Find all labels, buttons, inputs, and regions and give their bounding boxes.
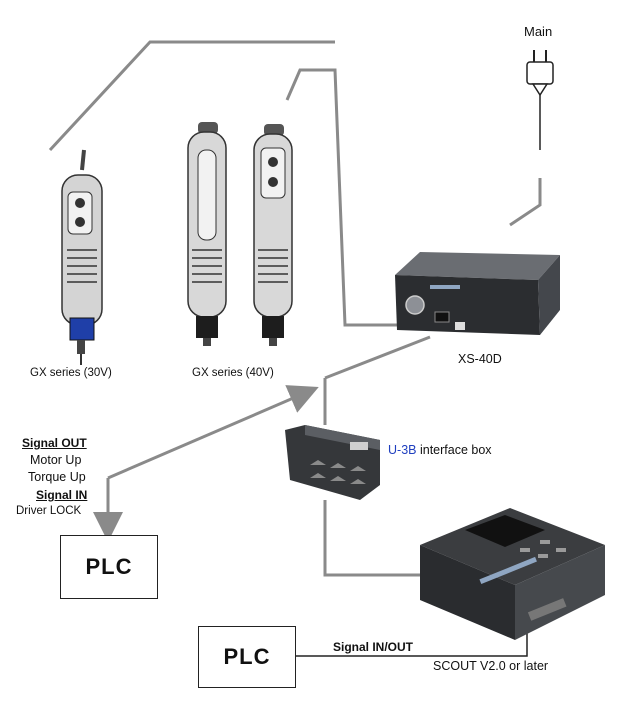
gx40-label: GX series (40V) <box>192 367 274 379</box>
cable-gx30 <box>48 40 335 152</box>
driver-lock-label: Driver LOCK <box>16 505 82 517</box>
signal-in-label: Signal IN <box>36 488 88 502</box>
torque-up-label: Torque Up <box>28 470 86 484</box>
motor-up-label: Motor Up <box>30 453 82 467</box>
xs40d-controller-icon <box>395 252 560 335</box>
cable-u3b-to-xs40d <box>324 335 431 380</box>
signal-out-label: Signal OUT <box>22 436 87 450</box>
u3b-description: interface box <box>419 443 492 457</box>
signal-inout-label: Signal IN/OUT <box>333 640 414 654</box>
scout-unit-icon <box>420 508 605 640</box>
gx40-screwdriver-a-icon <box>187 122 227 346</box>
cable-gx40 <box>285 68 400 327</box>
gx30-screwdriver-icon <box>61 149 103 365</box>
plc-box-bottom: PLC <box>198 626 296 688</box>
cable-lines <box>48 40 542 577</box>
cable-main-to-xs40d <box>509 178 542 227</box>
u3b-interface-box-icon <box>285 425 380 500</box>
plc-box-top: PLC <box>60 535 158 599</box>
gx40-screwdriver-b-icon <box>253 124 293 346</box>
main-label: Main <box>524 24 553 39</box>
cable-signal-arrow-up <box>107 385 319 480</box>
u3b-label: U-3B interface box <box>388 443 492 457</box>
gx30-label: GX series (30V) <box>30 367 112 379</box>
cable-u3b-to-scout <box>323 500 430 577</box>
xs40d-label: XS-40D <box>458 352 502 366</box>
u3b-model: U-3B <box>388 443 417 457</box>
scout-label: SCOUT V2.0 or later <box>433 659 549 673</box>
power-plug-icon <box>526 50 554 97</box>
